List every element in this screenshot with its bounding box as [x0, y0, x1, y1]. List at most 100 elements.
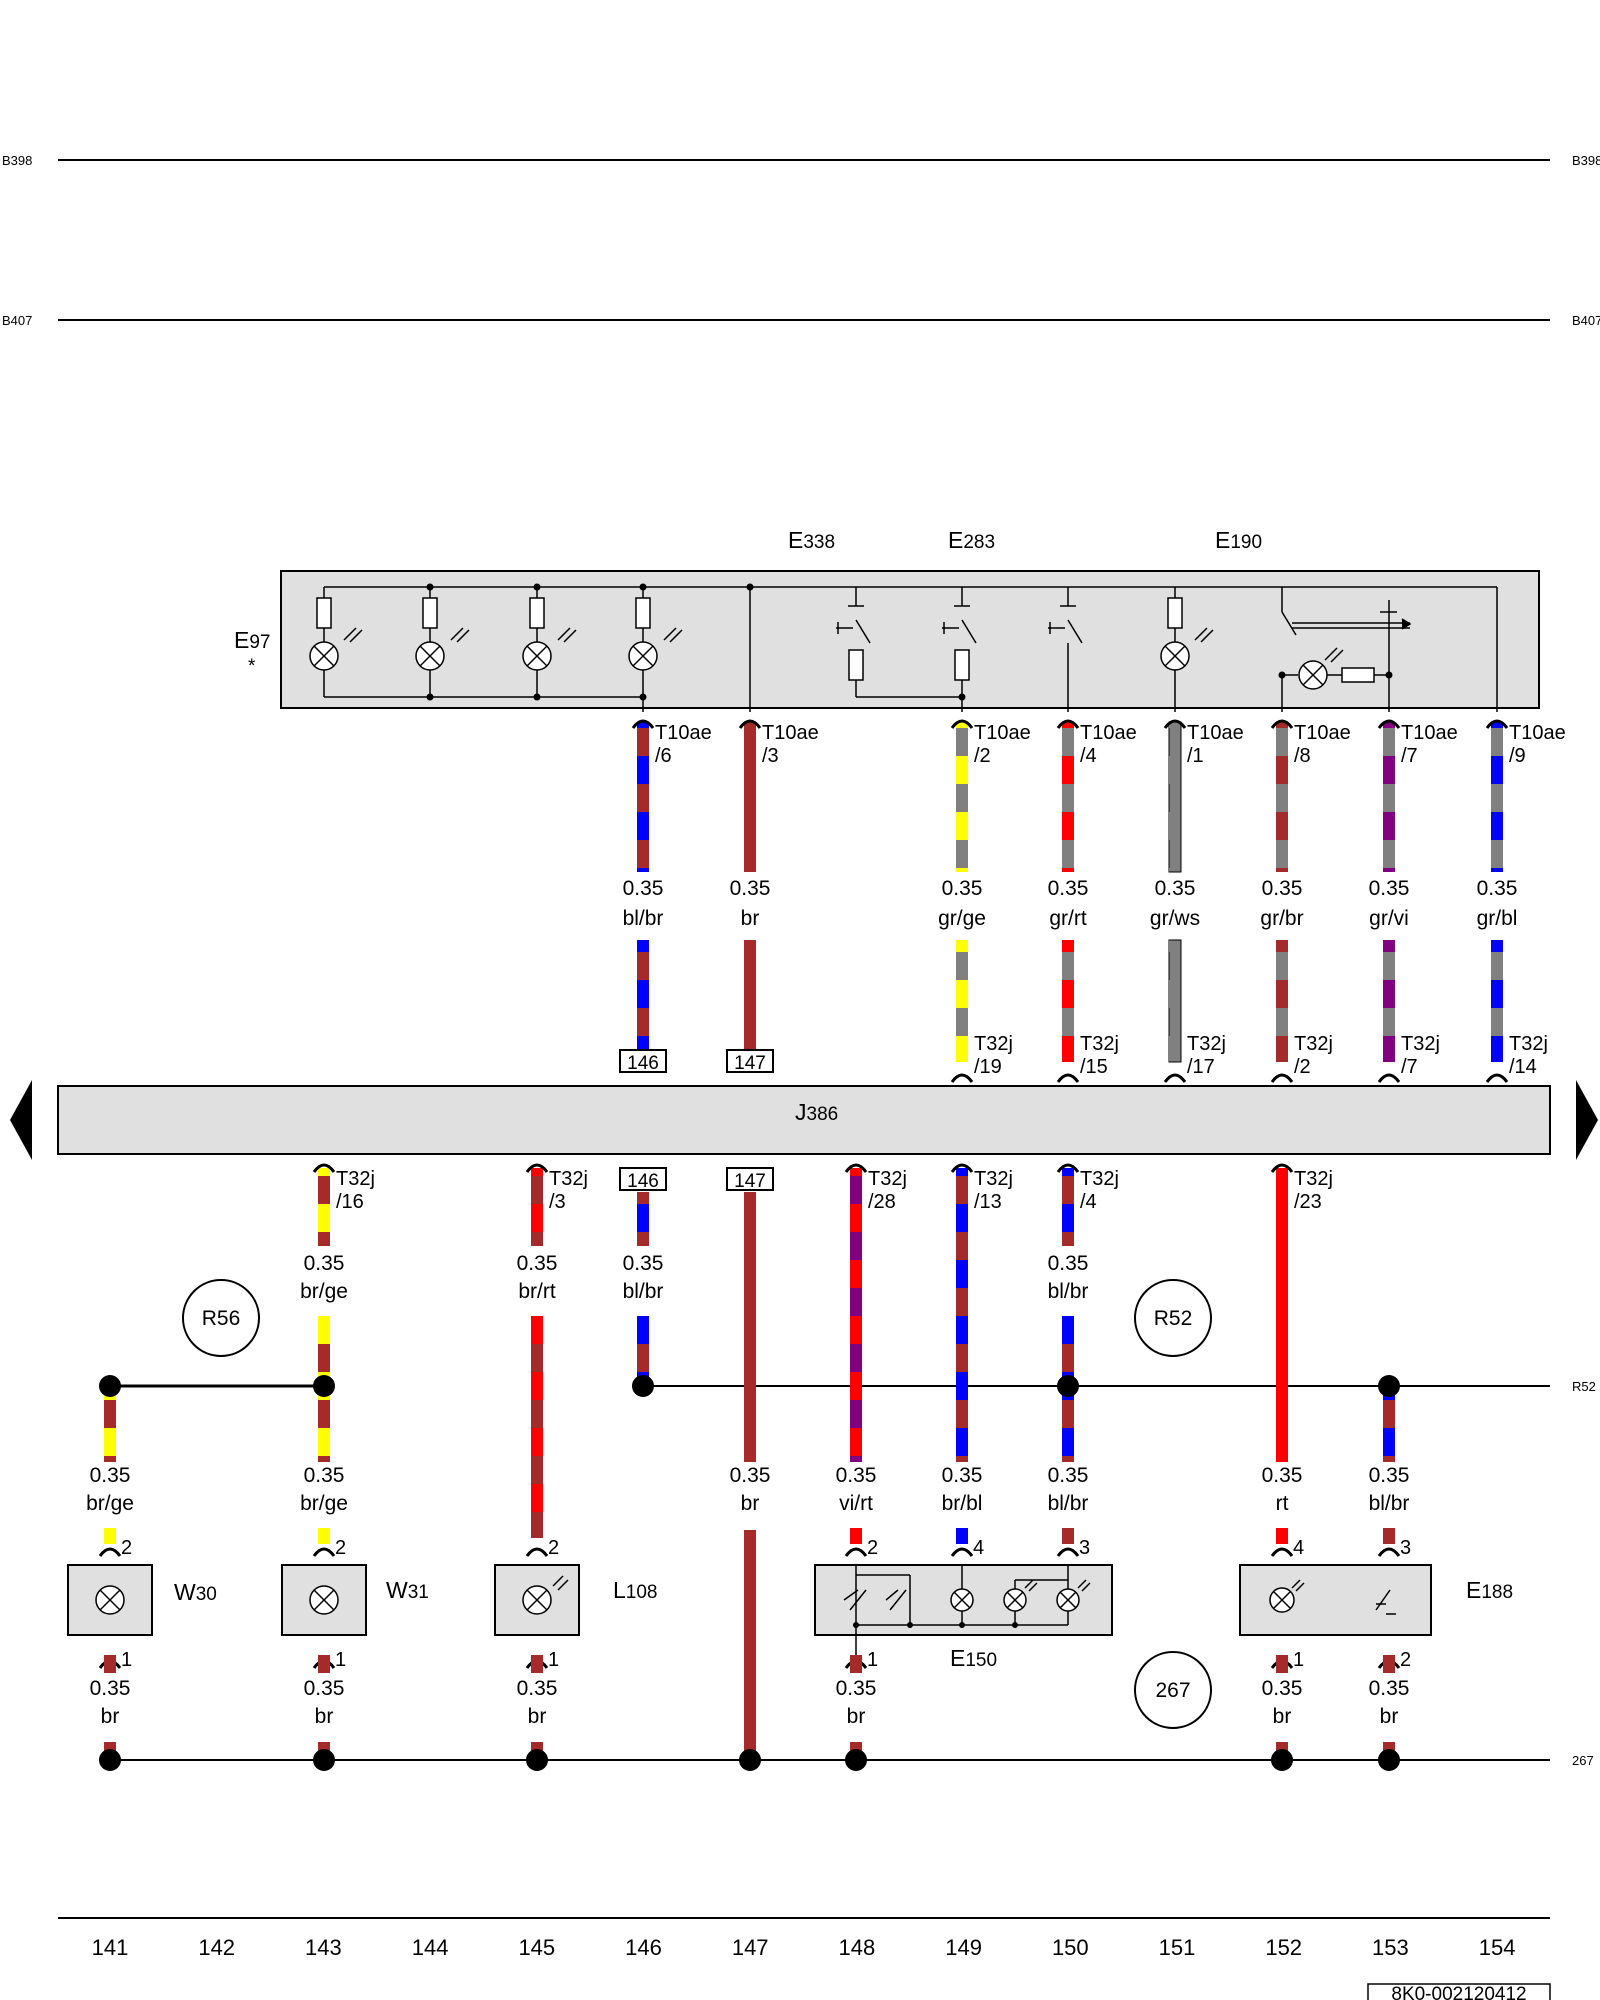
- upper-wire-gr-bl: 0.35 gr/bl T10ae /9 T32j /14: [1477, 722, 1566, 1078]
- svg-text:br: br: [1380, 1705, 1399, 1728]
- svg-text:L108: L108: [613, 1577, 658, 1603]
- component-w31: W31: [281, 1564, 429, 1636]
- column-number: 141: [92, 1935, 129, 1960]
- label-e338: E338: [788, 527, 835, 553]
- svg-text:/16: /16: [336, 1191, 364, 1213]
- svg-text:4: 4: [1293, 1537, 1304, 1559]
- wire-143-br-ge: T32j /16 0.35 br/ge: [300, 1168, 375, 1386]
- svg-text:0.35: 0.35: [942, 1464, 983, 1487]
- column-number: 150: [1052, 1935, 1089, 1960]
- doc-id: 8K0-002120412: [1367, 1983, 1551, 2000]
- arrow-left-icon: [10, 1080, 32, 1160]
- svg-text:T10ae: T10ae: [974, 722, 1031, 744]
- ref-267: 267: [1134, 1651, 1212, 1729]
- svg-text:0.35: 0.35: [623, 1252, 664, 1275]
- svg-text:gr/rt: gr/rt: [1049, 907, 1087, 930]
- svg-text:0.35: 0.35: [517, 1677, 558, 1700]
- svg-text:bl/br: bl/br: [1048, 1280, 1089, 1303]
- svg-text:B398: B398: [2, 153, 32, 168]
- column-number: 147: [732, 1935, 769, 1960]
- svg-text:147: 147: [734, 1053, 766, 1074]
- svg-text:0.35: 0.35: [623, 877, 664, 900]
- svg-text:2: 2: [548, 1537, 559, 1559]
- svg-text:/3: /3: [762, 745, 779, 767]
- svg-text:gr/ws: gr/ws: [1150, 907, 1200, 930]
- svg-text:T10ae: T10ae: [1187, 722, 1244, 744]
- busbar-b407: B407 B407: [2, 313, 1600, 328]
- upper-wire-bl-br: 0.35 bl/br T10ae /6 146: [619, 722, 712, 1074]
- svg-text:/9: /9: [1509, 745, 1526, 767]
- ref-r56: R56: [182, 1279, 260, 1357]
- component-e188: E188: [1239, 1564, 1513, 1636]
- svg-text:/15: /15: [1080, 1056, 1108, 1078]
- svg-text:E188: E188: [1466, 1577, 1513, 1603]
- svg-text:/13: /13: [974, 1191, 1002, 1213]
- svg-text:B398: B398: [1572, 153, 1600, 168]
- svg-text:br: br: [741, 1492, 760, 1515]
- svg-text:0.35: 0.35: [1369, 1464, 1410, 1487]
- svg-text:J386: J386: [795, 1099, 838, 1125]
- svg-text:W30: W30: [174, 1579, 217, 1605]
- svg-text:br: br: [101, 1705, 120, 1728]
- component-j386: J386: [10, 1080, 1598, 1160]
- svg-text:/2: /2: [1294, 1056, 1311, 1078]
- svg-text:/14: /14: [1509, 1056, 1537, 1078]
- svg-text:T32j: T32j: [549, 1168, 588, 1190]
- svg-text:T10ae: T10ae: [1294, 722, 1351, 744]
- svg-text:/1: /1: [1187, 745, 1204, 767]
- label-e97: E97: [234, 627, 270, 653]
- svg-text:0.35: 0.35: [1262, 1464, 1303, 1487]
- connector-symbols-upper: [631, 719, 1509, 1083]
- svg-text:T32j: T32j: [1187, 1033, 1226, 1055]
- svg-text:B407: B407: [1572, 313, 1600, 328]
- column-number: 151: [1159, 1935, 1196, 1960]
- svg-text:0.35: 0.35: [90, 1677, 131, 1700]
- svg-text:/4: /4: [1080, 745, 1097, 767]
- column-number: 145: [518, 1935, 555, 1960]
- svg-text:0.35: 0.35: [1048, 1252, 1089, 1275]
- column-number: 152: [1265, 1935, 1302, 1960]
- svg-text:T32j: T32j: [1294, 1033, 1333, 1055]
- svg-text:0.35: 0.35: [1048, 1464, 1089, 1487]
- svg-text:0.35: 0.35: [836, 1677, 877, 1700]
- svg-text:/28: /28: [868, 1191, 896, 1213]
- column-number: 153: [1372, 1935, 1409, 1960]
- svg-text:T32j: T32j: [1509, 1033, 1548, 1055]
- label-e283: E283: [948, 527, 995, 553]
- pin-labels: 2 2 2 2 4 3 4 3 1 1 1 1 1 2: [121, 1537, 1411, 1671]
- svg-text:0.35: 0.35: [304, 1252, 345, 1275]
- svg-text:E150: E150: [950, 1645, 997, 1671]
- svg-text:T10ae: T10ae: [1509, 722, 1566, 744]
- upper-wire-gr-br: 0.35 gr/br T10ae /8 T32j /2: [1260, 722, 1351, 1078]
- component-w30: W30: [67, 1564, 217, 1636]
- wire-145-br-rt: T32j /3 0.35 br/rt: [517, 1168, 588, 1538]
- svg-text:bl/br: bl/br: [623, 1280, 664, 1303]
- svg-text:T10ae: T10ae: [655, 722, 712, 744]
- svg-text:3: 3: [1400, 1537, 1411, 1559]
- svg-text:T10ae: T10ae: [1080, 722, 1137, 744]
- svg-text:rt: rt: [1276, 1492, 1289, 1515]
- upper-wire-br: 0.35 br T10ae /3 147: [726, 722, 819, 1074]
- svg-text:0.35: 0.35: [304, 1464, 345, 1487]
- svg-text:0.35: 0.35: [1477, 877, 1518, 900]
- svg-text:0.35: 0.35: [942, 877, 983, 900]
- svg-text:3: 3: [1079, 1537, 1090, 1559]
- svg-text:br/ge: br/ge: [300, 1280, 348, 1303]
- svg-text:/3: /3: [549, 1191, 566, 1213]
- svg-text:T32j: T32j: [868, 1168, 907, 1190]
- wire-146-bl-br: 146 0.35 bl/br: [619, 1167, 667, 1386]
- svg-text:/7: /7: [1401, 745, 1418, 767]
- upper-wire-gr-ge: 0.35 gr/ge T10ae /2 T32j /19: [938, 722, 1031, 1078]
- svg-text:/19: /19: [974, 1056, 1002, 1078]
- svg-text:0.35: 0.35: [90, 1464, 131, 1487]
- label-e190: E190: [1215, 527, 1262, 553]
- svg-text:0.35: 0.35: [1155, 877, 1196, 900]
- svg-text:bl/br: bl/br: [1369, 1492, 1410, 1515]
- svg-text:/23: /23: [1294, 1191, 1322, 1213]
- column-number: 142: [198, 1935, 235, 1960]
- svg-text:bl/br: bl/br: [1048, 1492, 1089, 1515]
- svg-text:147: 147: [734, 1171, 766, 1192]
- svg-text:146: 146: [627, 1171, 659, 1192]
- svg-text:br: br: [1273, 1705, 1292, 1728]
